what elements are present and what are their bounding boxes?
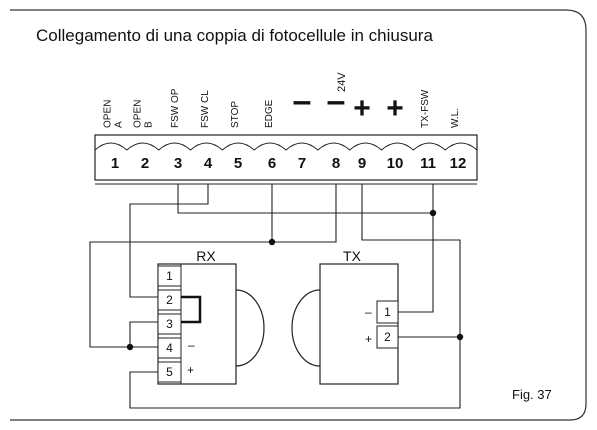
rx-plus-sign: +: [187, 363, 194, 377]
rx-terminal-number: 5: [166, 365, 173, 379]
terminal-function-label: FSW OP: [170, 88, 181, 128]
wire-t4-to-rx-2: [129, 184, 209, 298]
wire-t11-to-tx-1: [398, 213, 434, 313]
tx-label: TX: [343, 248, 362, 264]
voltage-label: 24V: [336, 72, 348, 92]
svg-text:OPEN: OPEN: [133, 100, 144, 128]
terminal-block: [94, 134, 478, 181]
tx-plus-sign: +: [365, 332, 372, 346]
rx-terminal-number: 1: [166, 269, 173, 283]
terminal-function-label: TX-FSW: [420, 89, 431, 128]
rx-terminal-cell: [157, 289, 182, 311]
terminal-function-label: FSW CL: [200, 90, 211, 128]
wire-rx3-to-rx4: [129, 321, 158, 347]
terminal-number: 5: [234, 155, 242, 172]
junction-dot: [429, 209, 437, 217]
rx-terminal-number: 4: [166, 341, 173, 355]
frame-border: [10, 9, 587, 421]
terminal-function-label: EDGE: [264, 99, 275, 128]
junction-dot: [456, 333, 464, 341]
wire-tx2-to-rx-5: [129, 337, 461, 409]
junction-dot: [268, 238, 276, 246]
terminal-number: 8: [332, 155, 340, 172]
rx-label: RX: [196, 248, 216, 264]
rx-lens: [235, 289, 265, 367]
terminal-polarity-sign: –: [327, 82, 346, 120]
page-title: Collegamento di una coppia di fotocellul…: [36, 26, 433, 45]
terminal-number: 3: [174, 155, 182, 172]
svg-text:B: B: [144, 121, 155, 128]
terminal-function-label: W.L.: [450, 108, 461, 128]
svg-text:EDGE: EDGE: [264, 99, 275, 128]
terminal-number: 4: [204, 155, 213, 172]
terminal-polarity-sign: +: [353, 92, 371, 125]
tx-body: [319, 263, 399, 385]
terminal-number: 1: [111, 155, 119, 172]
wire-t9-to-tx-2: [361, 184, 461, 338]
terminal-number: 10: [387, 155, 404, 172]
rx-terminal-number: 2: [166, 293, 173, 307]
terminal-number: 9: [358, 155, 366, 172]
svg-text:OPEN: OPEN: [103, 100, 114, 128]
wires: [89, 184, 461, 409]
svg-text:TX-FSW: TX-FSW: [420, 89, 431, 128]
junction-dot: [126, 343, 134, 351]
wire-t6-to-rx-4: [89, 184, 273, 348]
terminal-polarity-sign: +: [386, 92, 404, 125]
rx-bridge-jumper: [181, 295, 202, 324]
rx-terminals: 1 2 3 4 5: [157, 265, 182, 383]
rx-terminal-cell: [157, 313, 182, 335]
svg-text:STOP: STOP: [230, 101, 241, 128]
rx-terminal-cell: [157, 265, 182, 287]
tx-minus-sign: –: [365, 305, 372, 319]
terminal-number: 7: [298, 155, 306, 172]
terminal-number: 2: [141, 155, 149, 172]
svg-text:A: A: [114, 121, 125, 128]
figure-label: Fig. 37: [512, 387, 552, 402]
terminal-block-scallops: [94, 142, 478, 151]
rx-terminal-number: 3: [166, 317, 173, 331]
terminal-polarity-sign: –: [293, 82, 312, 120]
terminal-number: 12: [450, 155, 467, 172]
svg-text:FSW OP: FSW OP: [170, 88, 181, 128]
tx-terminals: 12: [376, 300, 399, 349]
tx-lens: [291, 289, 321, 367]
tx-terminal-number: 2: [384, 330, 391, 344]
terminal-number: 11: [420, 155, 436, 172]
wire-junctions: [126, 209, 464, 351]
rx-terminal-cell: [157, 337, 182, 359]
tx-terminal-number: 1: [384, 305, 391, 319]
svg-text:FSW CL: FSW CL: [200, 90, 211, 128]
terminal-number: 6: [268, 155, 276, 172]
wire-t8-junction: [272, 184, 337, 243]
wire-t3-to-t11: [177, 184, 434, 214]
svg-text:W.L.: W.L.: [450, 108, 461, 128]
rx-minus-sign: –: [188, 338, 195, 352]
terminal-function-label: STOP: [230, 101, 241, 128]
